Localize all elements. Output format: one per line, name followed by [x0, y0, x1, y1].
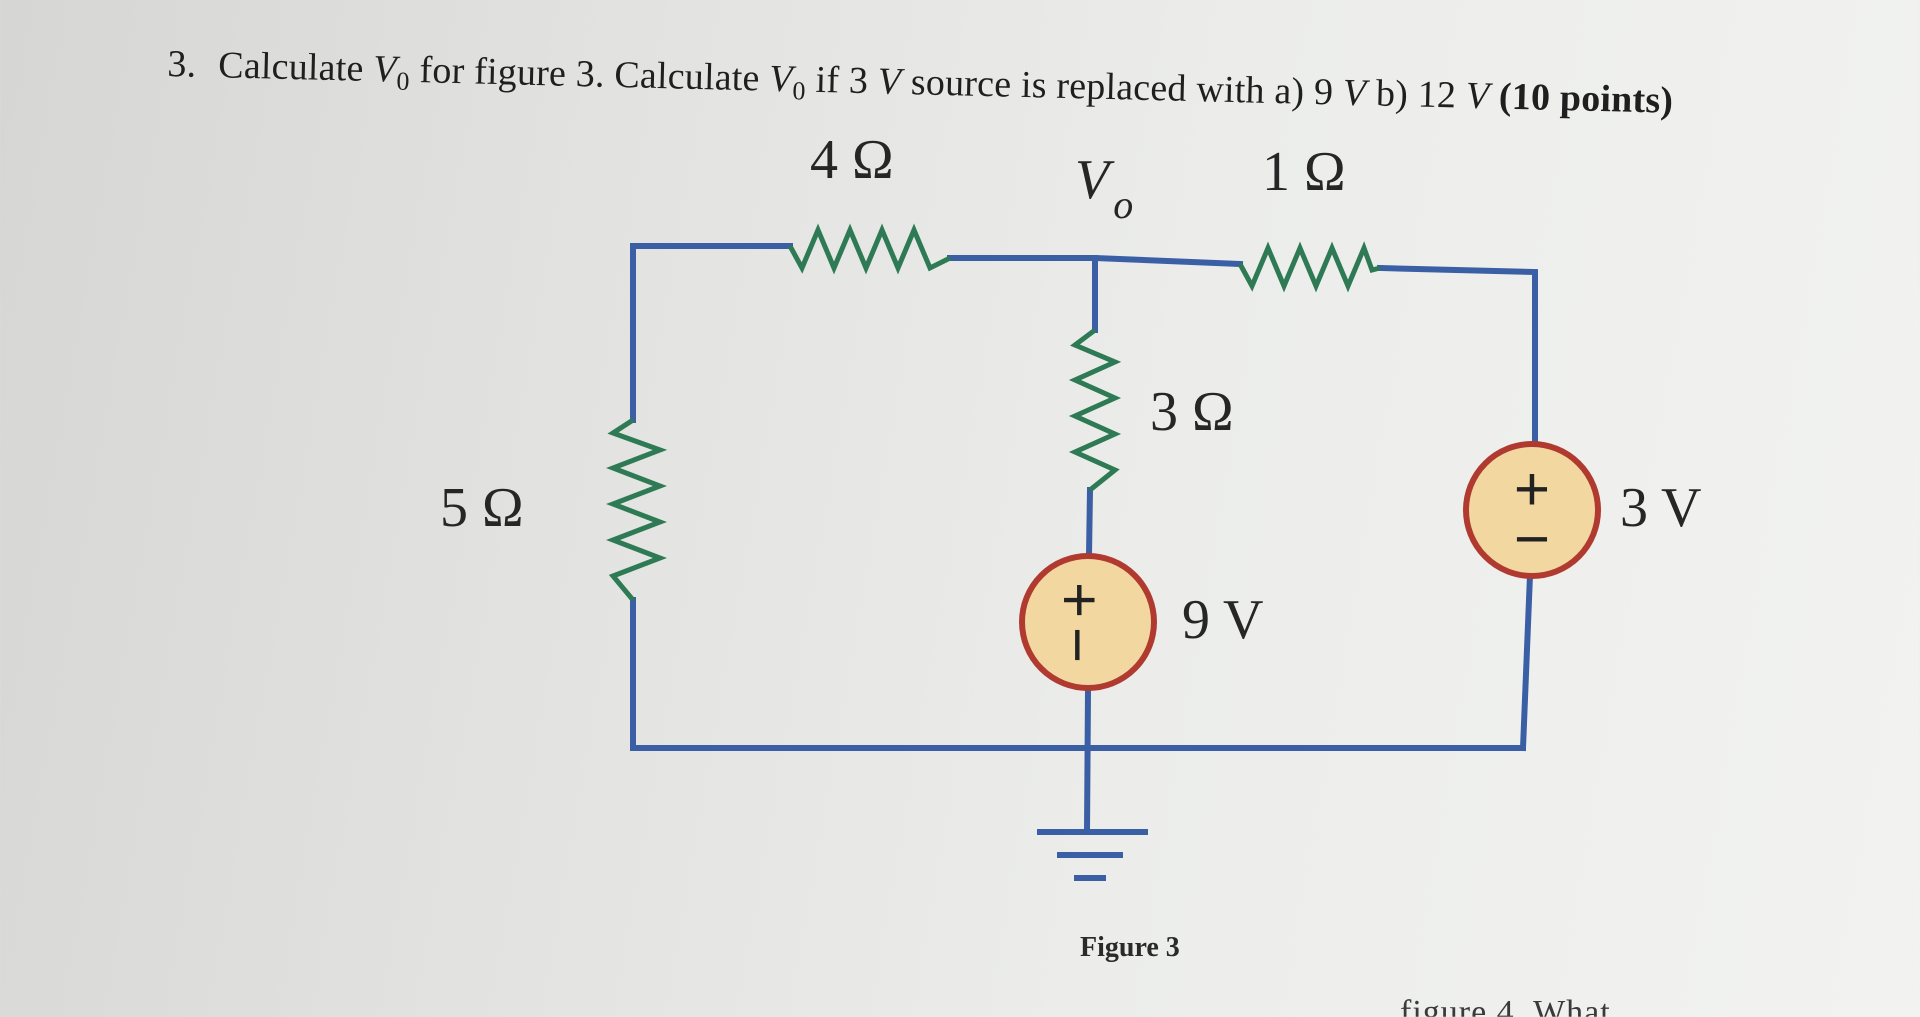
label-3-ohm: 3 Ω — [1150, 381, 1234, 443]
source-3v-minus: − — [1514, 505, 1550, 574]
resistor-4-ohm — [787, 223, 952, 275]
source-3v-circle — [1463, 441, 1601, 579]
label-3v: 3 V — [1620, 477, 1702, 539]
resistors — [606, 223, 1381, 602]
label-9v: 9 V — [1182, 589, 1264, 651]
cut-off-text: figure 4. What — [1400, 994, 1611, 1017]
wire-middle-ground — [1083, 686, 1092, 836]
resistor-5-ohm — [606, 417, 668, 602]
source-9v: + − — [1019, 553, 1157, 691]
resistor-1-ohm — [1237, 241, 1381, 293]
source-9v-circle — [1019, 553, 1157, 691]
label-4-ohm: 4 Ω — [810, 129, 894, 191]
label-5-ohm: 5 Ω — [440, 477, 524, 539]
figure-caption: Figure 3 — [1080, 932, 1180, 963]
source-3v-plus: + — [1514, 455, 1550, 524]
source-9v-minus: − — [1043, 627, 1112, 663]
label-1-ohm: 1 Ω — [1262, 141, 1346, 203]
wires — [630, 243, 1538, 881]
wire-right-bottom — [1519, 571, 1534, 752]
wire-middle-mid — [1085, 486, 1094, 559]
source-3v: + − — [1463, 441, 1601, 579]
wire-left-top — [630, 243, 793, 423]
wire-top-right — [1376, 264, 1538, 448]
source-9v-plus: + — [1045, 582, 1114, 618]
resistor-3-ohm — [1068, 328, 1122, 492]
